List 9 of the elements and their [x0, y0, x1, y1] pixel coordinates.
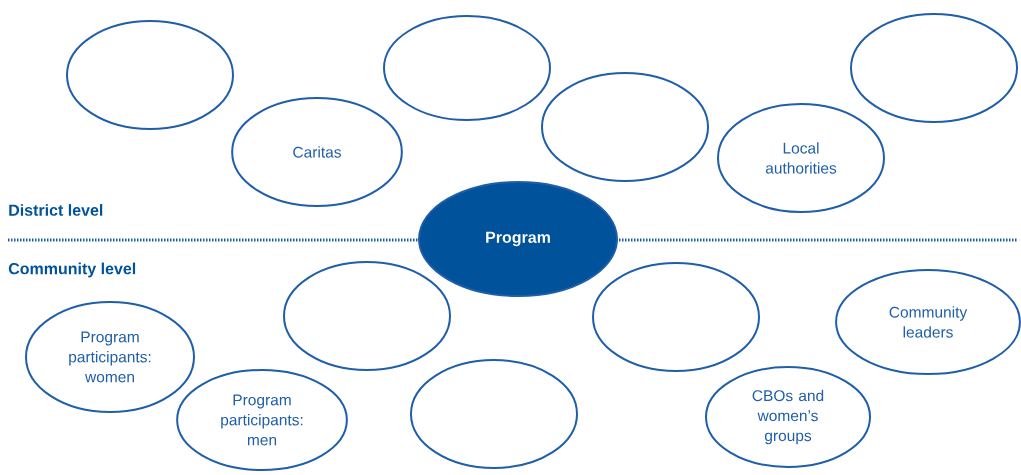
empty-ellipse [283, 261, 451, 371]
empty-ellipse [541, 72, 709, 182]
empty-ellipse [592, 262, 760, 372]
empty-ellipse [383, 15, 551, 121]
empty-ellipse [850, 13, 1018, 123]
empty-ellipse [66, 20, 234, 130]
level-label: District level [9, 204, 103, 216]
level-label: Community level [8, 262, 136, 278]
empty-ellipse [410, 359, 578, 469]
